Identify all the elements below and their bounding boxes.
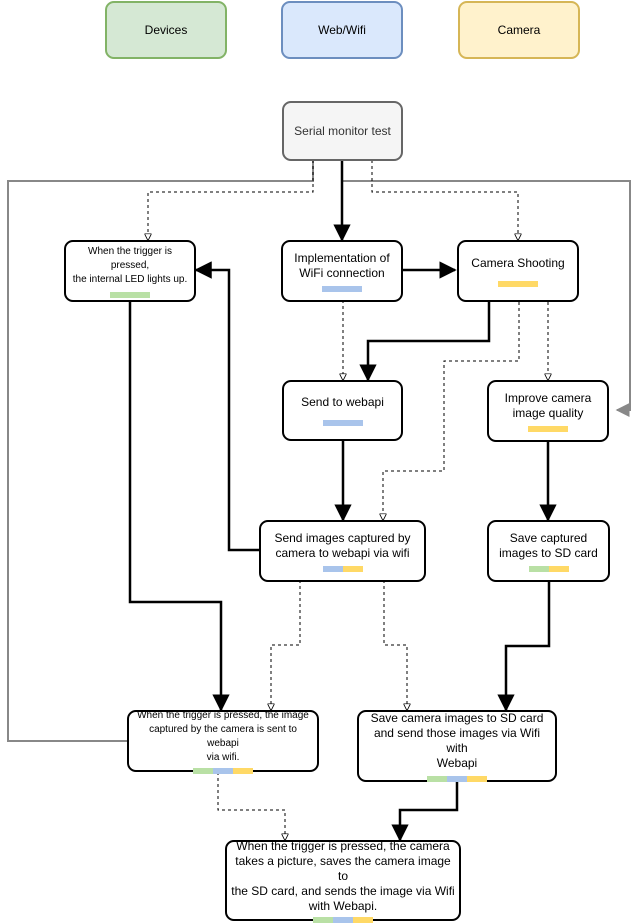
camera-tag <box>548 565 569 572</box>
save-and-send-node: Save camera images to SD card and send t… <box>357 710 557 782</box>
legend-devices: Devices <box>105 1 227 59</box>
web-tag <box>447 775 467 782</box>
send-images-node: Send images captured by camera to webapi… <box>259 520 426 582</box>
trigger-send-node: When the trigger is pressed, the image c… <box>127 709 319 774</box>
send-to-webapi-text: Send to webapi <box>301 395 384 409</box>
camera-shooting-text: Camera Shooting <box>471 255 565 270</box>
improve-quality-text: Improve camera image quality <box>504 390 592 420</box>
web-tag <box>333 916 353 923</box>
final-node: When the trigger is pressed, the camera … <box>225 838 461 923</box>
devices-tag <box>193 767 213 774</box>
dashed-connectors <box>148 160 548 840</box>
save-to-sd-text: Save captured images to SD card <box>499 530 598 560</box>
camera-tag <box>233 767 253 774</box>
devices-tag <box>528 565 549 572</box>
wifi-implementation-node: Implementation of WiFi connection <box>281 240 403 302</box>
camera-shooting-node: Camera Shooting <box>457 240 579 302</box>
legend-devices-label: Devices <box>144 23 188 37</box>
camera-tag <box>498 280 538 287</box>
web-tag <box>322 565 343 572</box>
trigger-send-text: When the trigger is pressed, the image c… <box>137 709 309 763</box>
trigger-led-node: When the trigger is pressed, the interna… <box>64 240 196 302</box>
camera-tag <box>467 775 487 782</box>
camera-tag <box>528 425 568 432</box>
save-to-sd-node: Save captured images to SD card <box>487 520 610 582</box>
web-tag <box>213 767 233 774</box>
web-tag <box>322 285 362 292</box>
serial-monitor-test-text: Serial monitor test <box>294 123 391 138</box>
legend-camera-label: Camera <box>497 23 541 37</box>
solid-connectors <box>128 160 557 842</box>
serial-monitor-test-node: Serial monitor test <box>282 101 403 161</box>
improve-quality-node: Improve camera image quality <box>487 380 609 442</box>
legend-web-wifi: Web/Wifi <box>281 1 403 59</box>
wifi-implementation-text: Implementation of WiFi connection <box>294 250 390 280</box>
send-to-webapi-node: Send to webapi <box>282 380 403 441</box>
devices-tag <box>110 291 150 298</box>
camera-tag <box>353 916 373 923</box>
legend-camera: Camera <box>458 1 580 59</box>
camera-tag <box>342 565 363 572</box>
devices-tag <box>313 916 333 923</box>
send-images-text: Send images captured by camera to webapi… <box>274 530 411 560</box>
web-tag <box>322 420 363 426</box>
save-and-send-text: Save camera images to SD card and send t… <box>370 710 544 770</box>
legend-web-wifi-label: Web/Wifi <box>318 23 366 37</box>
devices-tag <box>427 775 447 782</box>
trigger-led-text: When the trigger is pressed, the interna… <box>72 245 188 285</box>
final-text: When the trigger is pressed, the camera … <box>231 838 455 913</box>
